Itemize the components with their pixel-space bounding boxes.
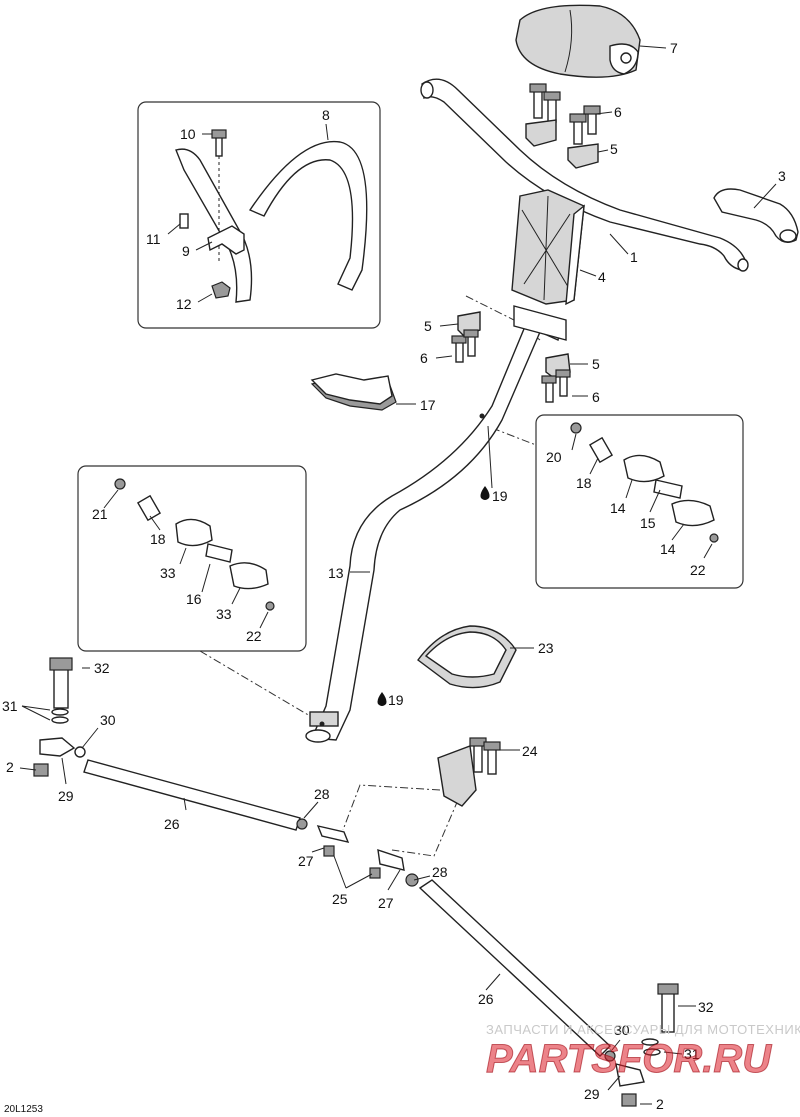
- callout-27: 27: [298, 853, 314, 869]
- upper-clamp-bolts: [525, 83, 601, 169]
- callout-26: 26: [164, 816, 180, 832]
- callout-22: 22: [246, 628, 262, 644]
- callout-6: 6: [592, 389, 600, 405]
- callout-19: 19: [388, 692, 404, 708]
- callout-13: 13: [328, 565, 344, 581]
- callout-25: 25: [332, 891, 348, 907]
- callout-8: 8: [322, 107, 330, 123]
- callout-30: 30: [100, 712, 116, 728]
- detail-frame-handlebar-clamp: [137, 101, 381, 329]
- callout-29: 29: [584, 1086, 600, 1102]
- tie-rod-end-left-parts: [114, 478, 275, 611]
- callout-33: 33: [216, 606, 232, 622]
- callout-28: 28: [432, 864, 448, 880]
- callout-5: 5: [610, 141, 618, 157]
- callout-10: 10: [180, 126, 196, 142]
- watermark-tagline: ЗАПЧАСТИ И АКСЕССУАРЫ ДЛЯ МОТОТЕХНИКИ: [486, 1022, 800, 1037]
- callout-23: 23: [538, 640, 554, 656]
- callout-3: 3: [778, 168, 786, 184]
- bracket: [437, 737, 501, 807]
- watermark: ЗАПЧАСТИ И АКСЕССУАРЫ ДЛЯ МОТОТЕХНИКИ PA…: [486, 1022, 800, 1082]
- detail-frame-tie-rod-end-left: [77, 465, 307, 652]
- grip: [713, 188, 799, 243]
- callouts: 7 6 5 3 1 4 5 6 5 6 17 10 8 11 9 12 20 1…: [2, 40, 786, 1112]
- oil-drop-icon-upper: [480, 486, 490, 500]
- callout-9: 9: [182, 243, 190, 259]
- callout-26: 26: [478, 991, 494, 1007]
- callout-31: 31: [2, 698, 18, 714]
- leader-lines: [19, 45, 777, 1105]
- tie-rod-end-right-parts: [570, 422, 719, 543]
- callout-29: 29: [58, 788, 74, 804]
- callout-19: 19: [492, 488, 508, 504]
- callout-2: 2: [656, 1096, 664, 1112]
- riser-block: [511, 189, 585, 306]
- callout-33: 33: [160, 565, 176, 581]
- callout-21: 21: [92, 506, 108, 522]
- callout-22: 22: [690, 562, 706, 578]
- callout-5: 5: [424, 318, 432, 334]
- callout-30: 30: [614, 1022, 630, 1038]
- callout-12: 12: [176, 296, 192, 312]
- watermark-site: PARTSFOR.RU: [486, 1037, 772, 1081]
- callout-2: 2: [6, 759, 14, 775]
- callout-32: 32: [94, 660, 110, 676]
- steering-column: [305, 305, 567, 743]
- callout-5: 5: [592, 356, 600, 372]
- callout-24: 24: [522, 743, 538, 759]
- plate: [310, 373, 397, 411]
- tie-rod-right: [369, 848, 679, 1107]
- callout-11: 11: [146, 231, 161, 247]
- callout-16: 16: [186, 591, 202, 607]
- callout-14: 14: [660, 541, 676, 557]
- diagram-code: 20L1253: [4, 1104, 43, 1115]
- tie-rod-left: [33, 657, 350, 857]
- callout-6: 6: [420, 350, 428, 366]
- callout-7: 7: [670, 40, 678, 56]
- callout-15: 15: [640, 515, 656, 531]
- callout-6: 6: [614, 104, 622, 120]
- handlebar: [420, 78, 749, 272]
- detail-frame-tie-rod-end-right: [535, 414, 744, 589]
- oil-drop-icon-lower: [377, 692, 387, 706]
- callout-20: 20: [546, 449, 562, 465]
- callout-14: 14: [610, 500, 626, 516]
- cover: [417, 625, 517, 689]
- callout-18: 18: [150, 531, 166, 547]
- callout-1: 1: [630, 249, 638, 265]
- callout-17: 17: [420, 397, 436, 413]
- clamp-detail-parts: [175, 129, 368, 303]
- callout-4: 4: [598, 269, 606, 285]
- callout-27: 27: [378, 895, 394, 911]
- callout-32: 32: [698, 999, 714, 1015]
- callout-18: 18: [576, 475, 592, 491]
- lower-clamp-bolts: [451, 311, 571, 403]
- callout-28: 28: [314, 786, 330, 802]
- handlebar-pad: [515, 4, 641, 78]
- callout-31: 31: [684, 1046, 700, 1062]
